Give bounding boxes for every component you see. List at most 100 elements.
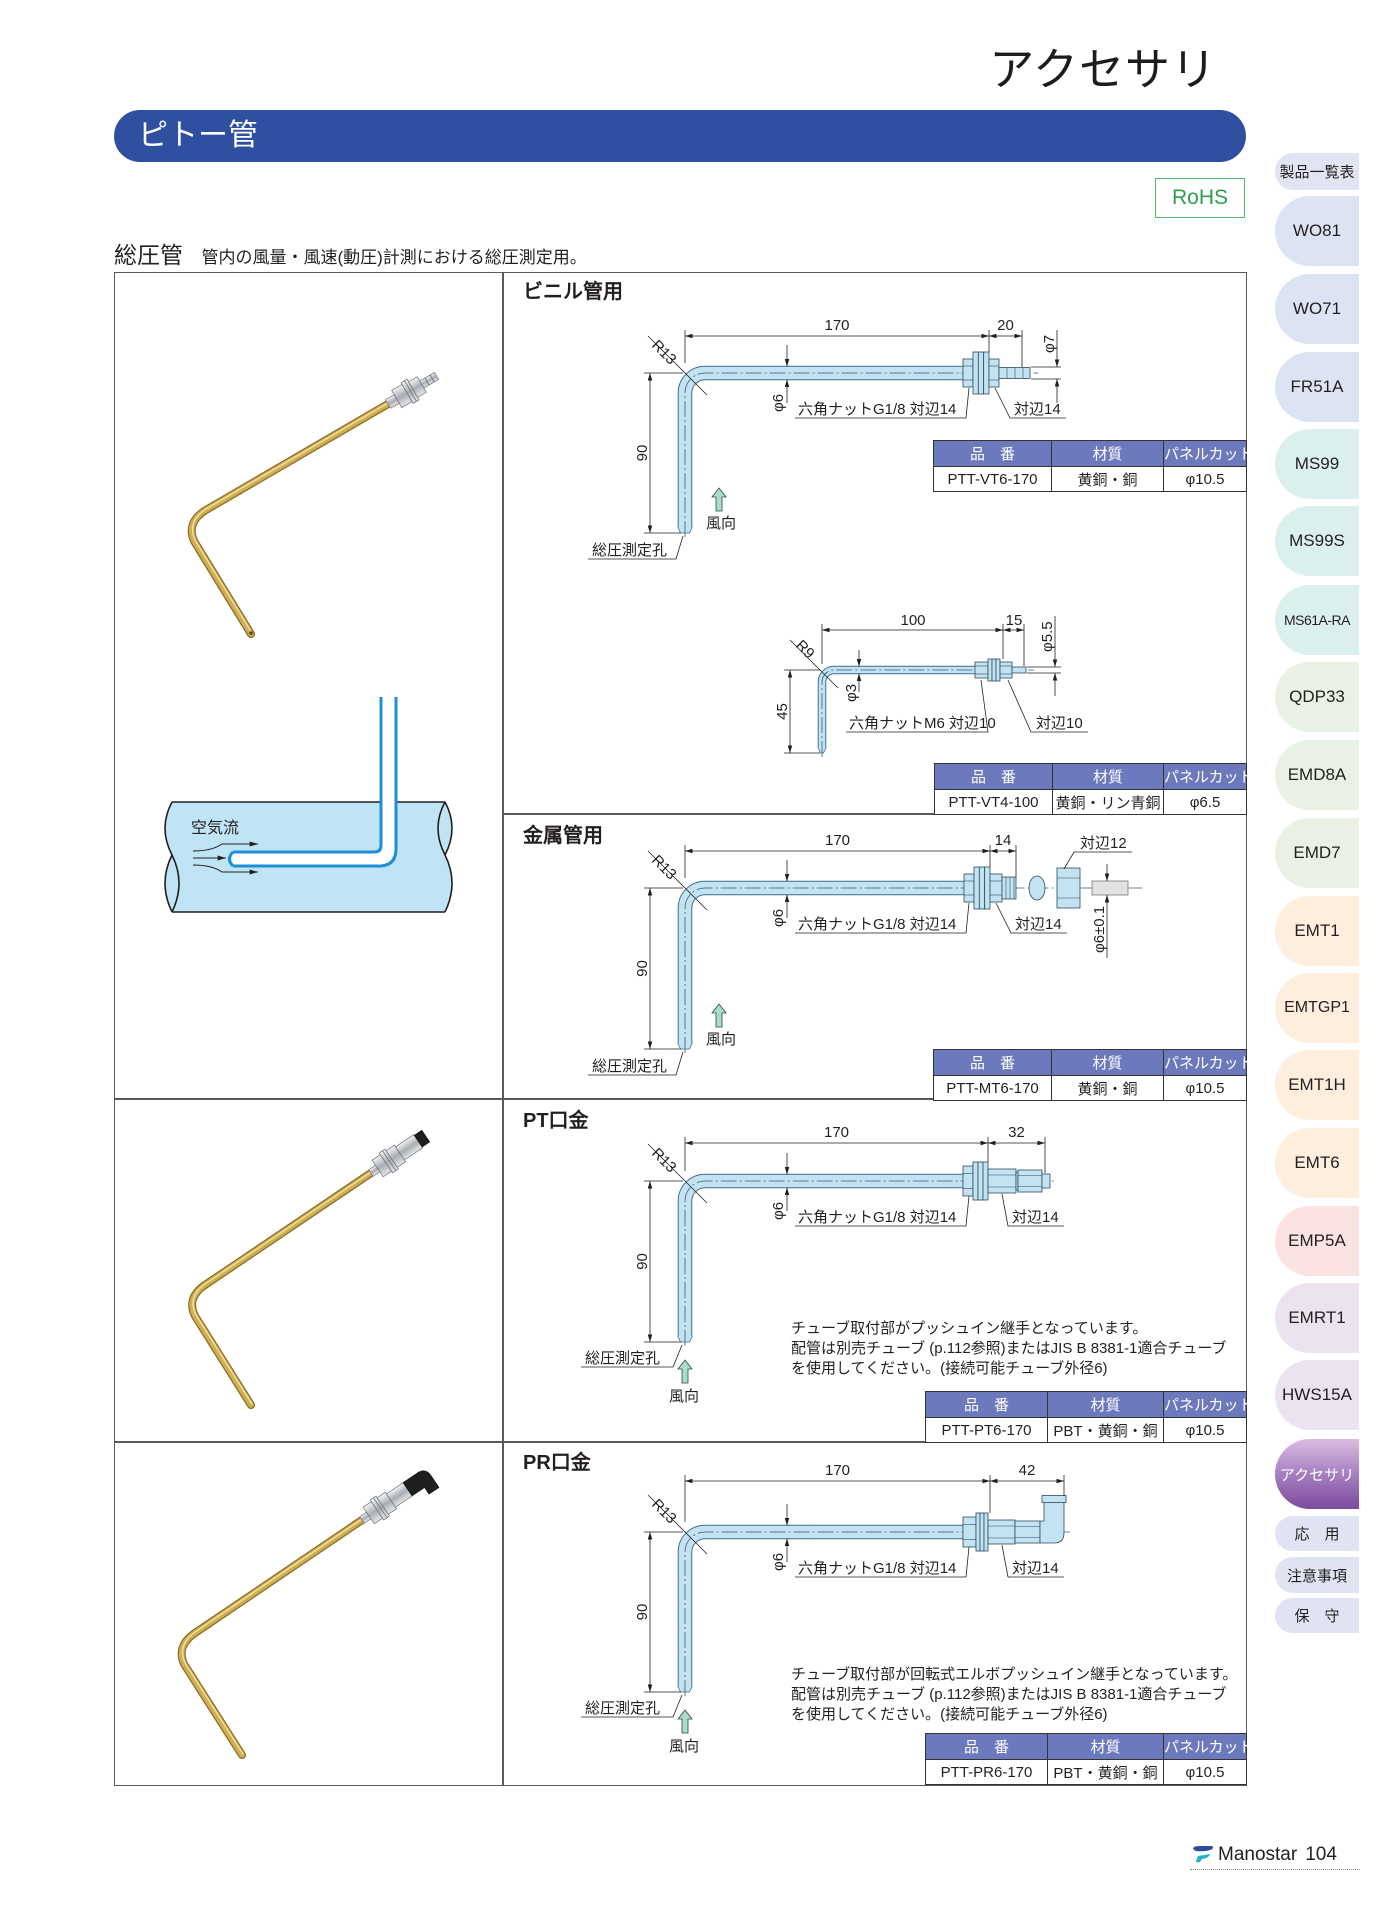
sidebar-tab-wo71[interactable]: WO71 bbox=[1275, 274, 1359, 344]
dimension-height: 45 bbox=[774, 703, 791, 720]
dimension-tube-dia: φ6 bbox=[770, 1553, 787, 1571]
center-line bbox=[684, 1180, 1056, 1346]
sidebar-tab-label: 製品一覧表 bbox=[1279, 164, 1355, 181]
bend-radius-leader bbox=[789, 639, 839, 689]
spec-table-pt6-170: 品 番 材質 パネルカット PTT-PT6-170 PBT・黄銅・銅 φ10.5 bbox=[925, 1391, 1254, 1443]
dimension-tube-dia: φ3 bbox=[843, 684, 860, 702]
sidebar-tab-emd8a[interactable]: EMD8A bbox=[1275, 740, 1359, 810]
washer bbox=[995, 658, 1001, 682]
washer bbox=[983, 351, 990, 395]
hex-nut bbox=[974, 661, 989, 679]
sidebar-tab-product-list[interactable]: 製品一覧表 bbox=[1275, 153, 1359, 190]
barb-ridge bbox=[429, 374, 435, 383]
sidebar-tab-ms61a-ra[interactable]: MS61A-RA bbox=[1275, 585, 1359, 655]
dimension-fitting-length: 14 bbox=[995, 832, 1012, 849]
nut-label-leader bbox=[795, 1195, 970, 1227]
dimension-bend-radius: R9 bbox=[792, 637, 818, 663]
sidebar-tab-ms99s[interactable]: MS99S bbox=[1275, 506, 1359, 576]
sidebar-tab-label: EMT1 bbox=[1294, 921, 1340, 940]
col-header-panel-cut: パネルカット bbox=[1163, 1049, 1254, 1076]
rotary-elbow bbox=[402, 1470, 440, 1497]
panel-cut: φ10.5 bbox=[1163, 1417, 1247, 1443]
panel-cut: φ6.5 bbox=[1163, 789, 1247, 815]
nut2-label: 対辺14 bbox=[1014, 401, 1061, 418]
wind-direction-arrow-icon bbox=[677, 1709, 693, 1734]
material: PBT・黄銅・銅 bbox=[1047, 1759, 1164, 1785]
part-number: PTT-VT6-170 bbox=[933, 466, 1052, 492]
note-pt: チューブ取付部がプッシュイン継手となっています。 配管は別売チューブ (p.11… bbox=[791, 1319, 1227, 1379]
col-header-material: 材質 bbox=[1051, 1049, 1164, 1076]
flow-arrow bbox=[192, 864, 258, 875]
wind-direction-label: 風向 bbox=[669, 1388, 699, 1405]
wind-direction-arrow-icon bbox=[677, 1359, 693, 1384]
rohs-badge: RoHS bbox=[1155, 178, 1245, 218]
elbow-release-sleeve bbox=[1041, 1495, 1067, 1503]
brand-name: Manostar bbox=[1218, 1844, 1298, 1865]
part-number: PTT-PR6-170 bbox=[925, 1759, 1048, 1785]
nut2-label-leader bbox=[995, 902, 1067, 934]
hex-nut bbox=[962, 1165, 974, 1197]
col-header-panel-cut: パネルカット bbox=[1163, 1391, 1254, 1418]
tube-outline bbox=[817, 665, 976, 748]
brass-tube-shadow bbox=[177, 1516, 366, 1759]
nut2-label-leader bbox=[1007, 679, 1088, 733]
dimension-fitting-dia: φ6±0.1 bbox=[1091, 906, 1108, 953]
sidebar-tab-wo81[interactable]: WO81 bbox=[1275, 196, 1359, 266]
nut2-label: 対辺14 bbox=[1012, 1560, 1059, 1577]
note-pr: チューブ取付部が回転式エルボプッシュイン継手となっています。 配管は別売チューブ… bbox=[791, 1665, 1237, 1725]
sidebar-tab-label: EMTGP1 bbox=[1284, 999, 1350, 1016]
sidebar-tab-precautions[interactable]: 注意事項 bbox=[1275, 1557, 1359, 1593]
sidebar-tab-hws15a[interactable]: HWS15A bbox=[1275, 1360, 1359, 1430]
intro-line: 総圧管 管内の風量・風速(動圧)計測における総圧測定用。 bbox=[114, 242, 587, 272]
cap-nut-label: 対辺12 bbox=[1080, 835, 1127, 852]
spec-table-row: PTT-PT6-170 PBT・黄銅・銅 φ10.5 bbox=[925, 1417, 1247, 1443]
brass-tube bbox=[178, 1517, 365, 1758]
elbow-fitting bbox=[359, 1470, 440, 1525]
push-in-fitting bbox=[368, 1129, 431, 1178]
washer bbox=[987, 658, 993, 682]
row-divider bbox=[502, 813, 1246, 815]
section-heading-vinyl: ビニル管用 bbox=[523, 281, 623, 303]
sidebar-tab-emt1h[interactable]: EMT1H bbox=[1275, 1050, 1359, 1120]
dimension-tube-dia: φ6 bbox=[770, 394, 787, 412]
sidebar-tab-emp5a[interactable]: EMP5A bbox=[1275, 1206, 1359, 1276]
col-header-material: 材質 bbox=[1052, 763, 1164, 790]
material: 黄銅・銅 bbox=[1051, 1075, 1164, 1101]
dimension-height: 90 bbox=[634, 960, 651, 977]
brass-tube bbox=[189, 1170, 374, 1408]
sidebar-tab-emt1[interactable]: EMT1 bbox=[1275, 896, 1359, 966]
dimension-fitting-length: 15 bbox=[1006, 612, 1023, 629]
sidebar-tab-emt6[interactable]: EMT6 bbox=[1275, 1128, 1359, 1198]
sidebar-tab-emd7[interactable]: EMD7 bbox=[1275, 818, 1359, 888]
sidebar-tab-application[interactable]: 応 用 bbox=[1275, 1516, 1359, 1551]
airflow-diagram: 空気流 bbox=[164, 697, 453, 913]
hex-nut bbox=[999, 661, 1013, 679]
section-heading-metal: 金属管用 bbox=[523, 825, 603, 847]
sidebar-tab-qdp33[interactable]: QDP33 bbox=[1275, 662, 1359, 732]
sidebar-tab-label: 注意事項 bbox=[1286, 1567, 1347, 1585]
dimension-fitting-dia: φ7 bbox=[1041, 335, 1058, 353]
washer bbox=[977, 351, 985, 395]
washer bbox=[984, 866, 991, 910]
col-header-panel-cut: パネルカット bbox=[1163, 440, 1254, 467]
bend-radius-leader bbox=[647, 1143, 708, 1204]
bend-radius-leader bbox=[647, 1494, 708, 1555]
pitot-tip bbox=[228, 850, 235, 868]
sidebar-tab-maintenance[interactable]: 保 守 bbox=[1275, 1598, 1359, 1633]
pitot-wall-outer bbox=[233, 697, 398, 868]
col-header-material: 材質 bbox=[1047, 1733, 1164, 1760]
sidebar-tab-accessories[interactable]: アクセサリ bbox=[1275, 1439, 1359, 1509]
tube-body bbox=[678, 1525, 964, 1687]
product-photo-vinyl-tube bbox=[187, 372, 439, 638]
banner-title: ピトー管 bbox=[138, 119, 258, 152]
row-divider bbox=[114, 1441, 1246, 1443]
hose-fitting bbox=[385, 372, 439, 409]
sidebar-tab-ms99[interactable]: MS99 bbox=[1275, 429, 1359, 499]
sidebar-tab-emtgp1[interactable]: EMTGP1 bbox=[1275, 973, 1359, 1043]
sidebar-tab-fr51a[interactable]: FR51A bbox=[1275, 352, 1359, 422]
sidebar-tab-emrt1[interactable]: EMRT1 bbox=[1275, 1283, 1359, 1353]
